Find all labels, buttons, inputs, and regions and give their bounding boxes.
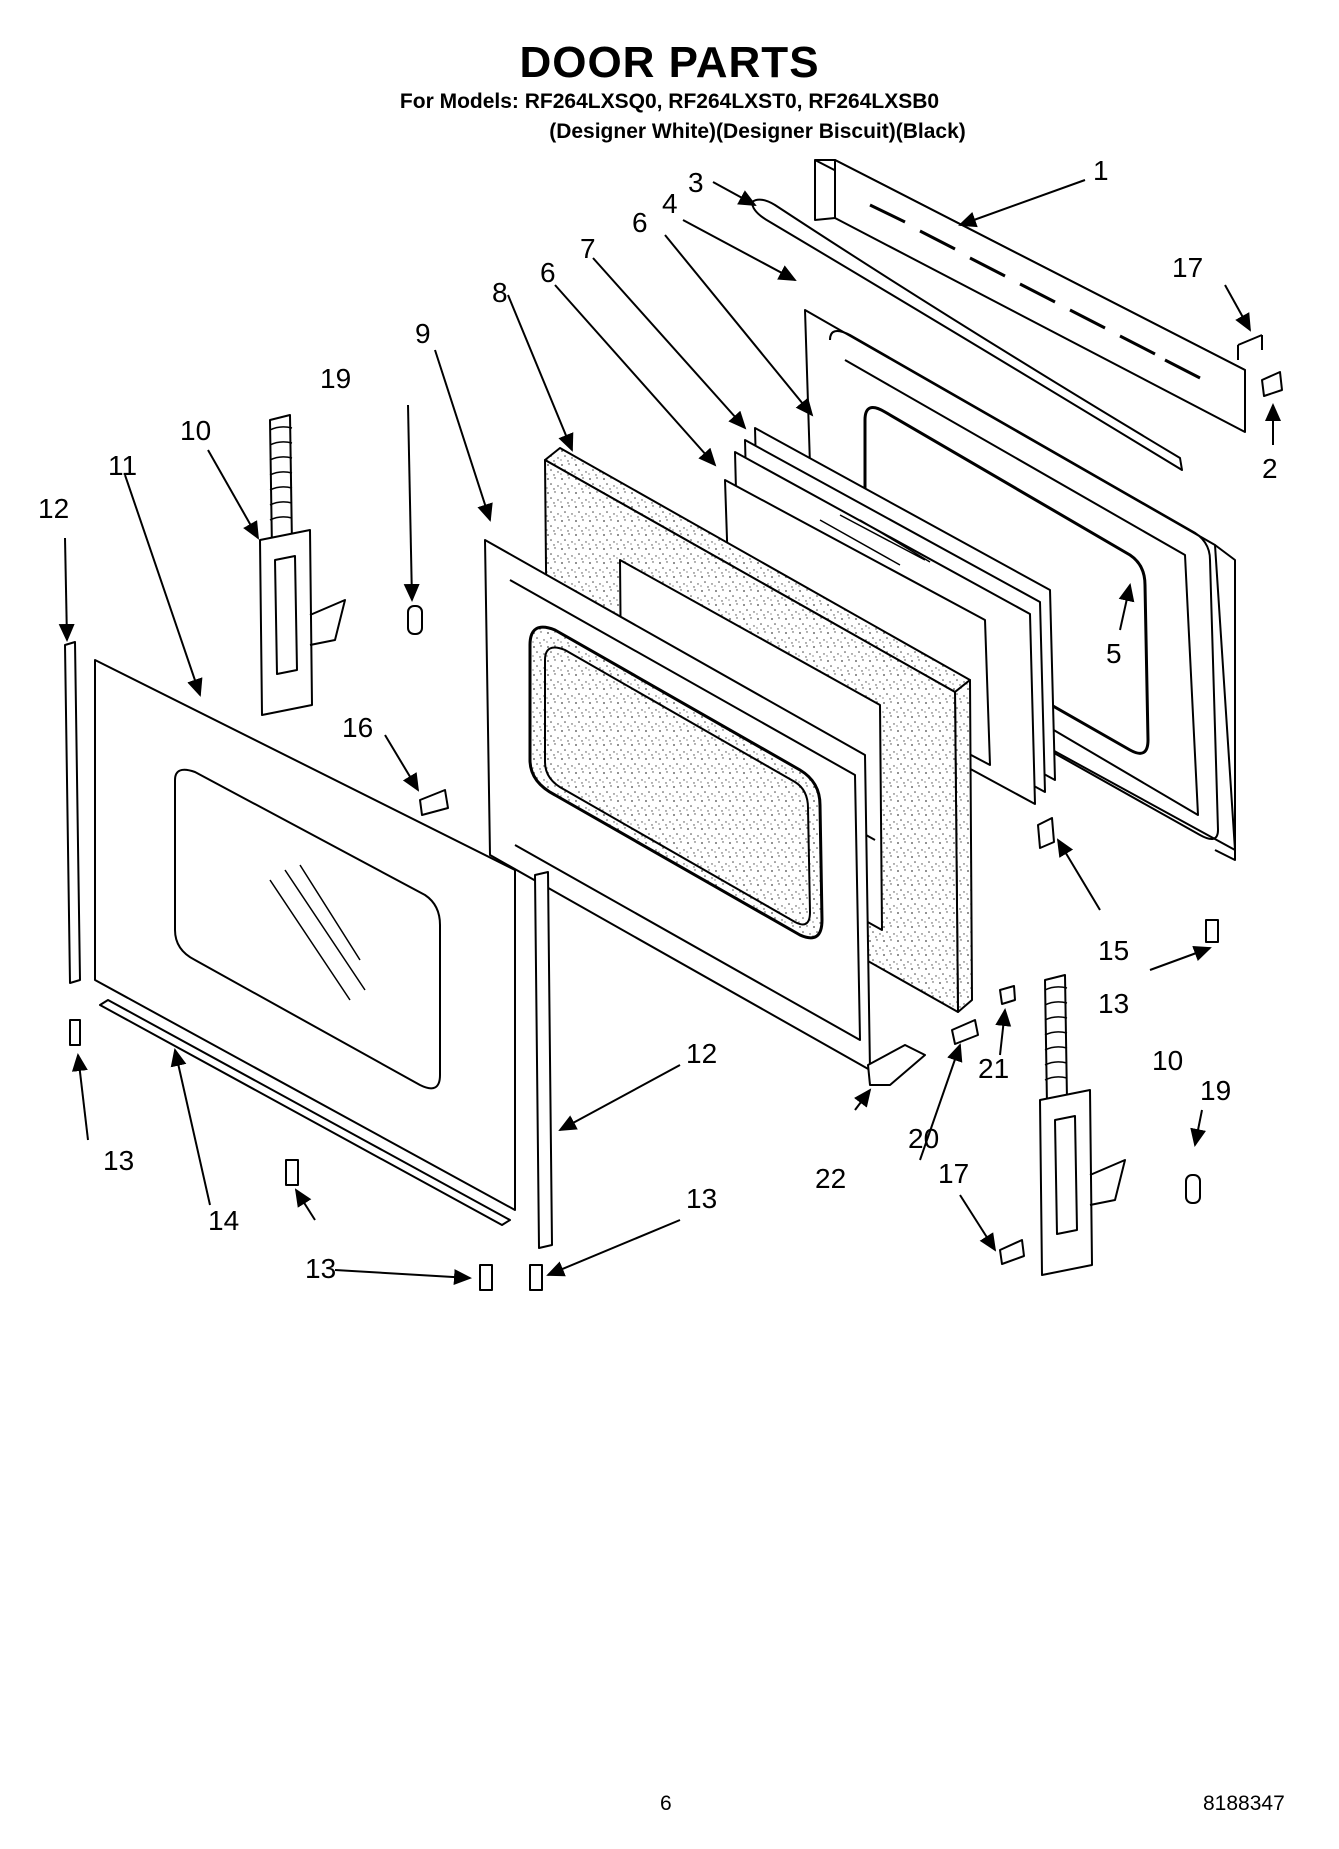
clip-part [1037,817,1055,849]
bottom-trim-part [99,999,511,1226]
callout-5: 5 [1106,638,1122,669]
callout-19-right: 19 [1200,1075,1231,1106]
callout-12-right: 12 [686,1038,717,1069]
callout-15: 15 [1098,935,1129,966]
spacer-part-right [1185,1174,1201,1204]
page-title: DOOR PARTS [519,38,820,87]
callout-8: 8 [492,277,508,308]
callout-10-left: 10 [180,415,211,446]
models-line: For Models: RF264LXSQ0, RF264LXST0, RF26… [399,90,940,113]
handle-part [751,198,1183,471]
callout-6-upper: 6 [632,207,648,238]
callout-13-left: 13 [103,1145,134,1176]
side-trim-part-left [64,641,81,984]
callout-12-left: 12 [38,493,69,524]
callout-2: 2 [1262,453,1278,484]
page-number: 6 [660,1792,672,1815]
callout-11: 11 [108,450,137,481]
screw-parts [69,334,1283,1291]
callout-20: 20 [908,1123,939,1154]
outer-glass-part [94,659,516,1211]
callout-13-bottom: 13 [305,1253,336,1284]
callout-9: 9 [415,318,431,349]
callout-22: 22 [815,1163,846,1194]
callout-7: 7 [580,233,596,264]
finishes-line: (Designer White)(Designer Biscuit)(Black… [549,120,966,143]
hinge-part-left [259,414,346,716]
hinge-part-right [1039,974,1126,1276]
callout-13-middle: 13 [686,1183,717,1214]
side-trim-part-right [534,871,553,1249]
vent-trim-part [814,159,1246,433]
callout-19-left: 19 [320,363,351,394]
callout-3: 3 [688,167,704,198]
bracket-part [867,1044,926,1086]
document-number: 8188347 [1203,1792,1285,1815]
callout-10-right: 10 [1152,1045,1183,1076]
callout-1: 1 [1093,155,1109,186]
callout-21: 21 [978,1053,1009,1084]
inner-door-liner-part [484,539,871,1071]
callout-13-right: 13 [1098,988,1129,1019]
callout-17-upper: 17 [1172,252,1203,283]
leader-lines [58,179,1281,1286]
callout-16: 16 [342,712,373,743]
spacer-part-left [407,605,423,635]
callout-14: 14 [208,1205,239,1236]
callout-17-lower: 17 [938,1158,969,1189]
callout-6-lower: 6 [540,257,556,288]
callout-4: 4 [662,188,678,219]
